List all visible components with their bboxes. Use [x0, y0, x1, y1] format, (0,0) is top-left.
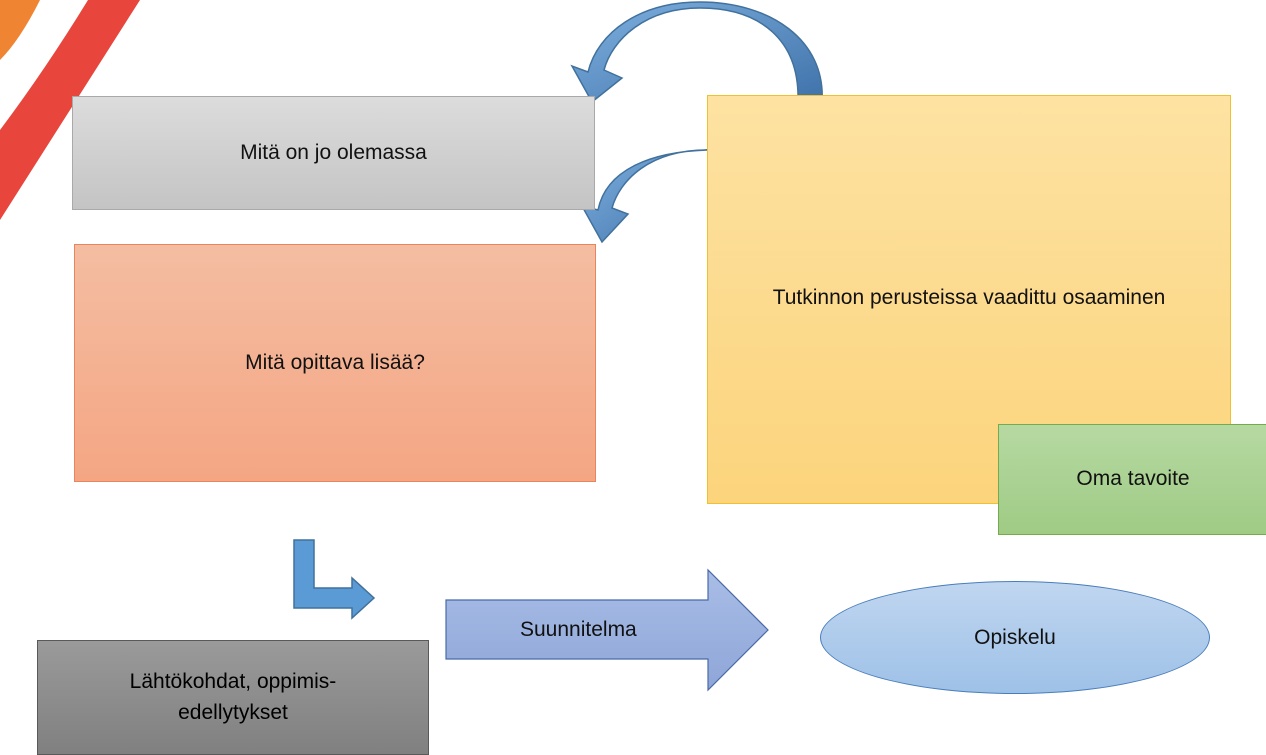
plan-label: Suunnitelma [520, 618, 637, 641]
orange-arc [0, 0, 40, 60]
plan-arrow-shape [445, 568, 769, 692]
existing-box: Mitä on jo olemassa [72, 96, 595, 210]
own-goal-box: Oma tavoite [998, 424, 1266, 535]
bent-arrow-icon [293, 539, 376, 620]
learn-more-box: Mitä opittava lisää? [74, 244, 596, 482]
own-goal-label: Oma tavoite [1076, 467, 1190, 491]
learn-more-label: Mitä opittava lisää? [245, 350, 425, 374]
study-label: Opiskelu [974, 625, 1056, 649]
required-competence-label: Tutkinnon perusteissa vaadittu osaaminen [772, 286, 1166, 310]
curved-arrow-upper [570, 1, 823, 104]
existing-label: Mitä on jo olemassa [240, 140, 427, 164]
starting-points-line-1: Lähtökohdat, oppimis- [129, 670, 337, 694]
starting-points-text: Lähtökohdat, oppimis- edellytykset [130, 667, 337, 728]
study-ellipse: Opiskelu [820, 581, 1210, 694]
curved-arrow-lower [580, 149, 708, 244]
starting-points-box: Lähtökohdat, oppimis- edellytykset [37, 640, 429, 755]
starting-points-line-2: edellytykset [178, 700, 288, 724]
red-arc [0, 0, 140, 220]
